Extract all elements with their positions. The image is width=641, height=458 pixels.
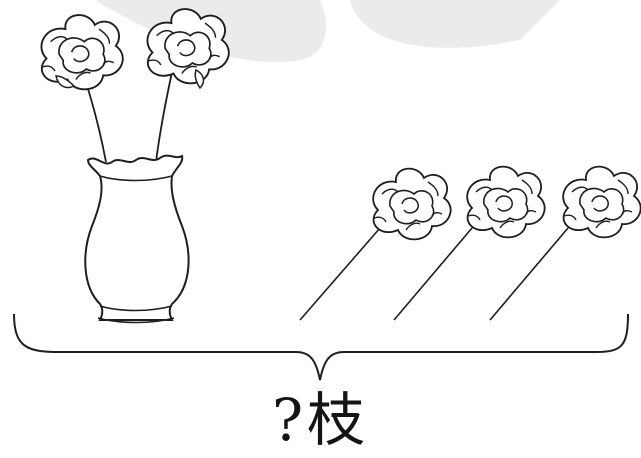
vase-with-flowers [40, 8, 230, 324]
stem [299, 227, 381, 321]
stem-right [155, 71, 173, 163]
flower-icon [466, 165, 546, 239]
vase-icon [84, 154, 190, 321]
stem [393, 227, 473, 321]
question-mark: ? [271, 386, 308, 454]
stem [489, 227, 569, 321]
flower-icon [372, 167, 452, 241]
loose-flowers [299, 165, 641, 321]
flower-icon [562, 165, 641, 239]
flower-icon [40, 14, 124, 91]
curly-brace-icon [13, 313, 629, 381]
question-caption: ?枝 [0, 388, 641, 452]
unit-label: 枝 [307, 386, 370, 454]
